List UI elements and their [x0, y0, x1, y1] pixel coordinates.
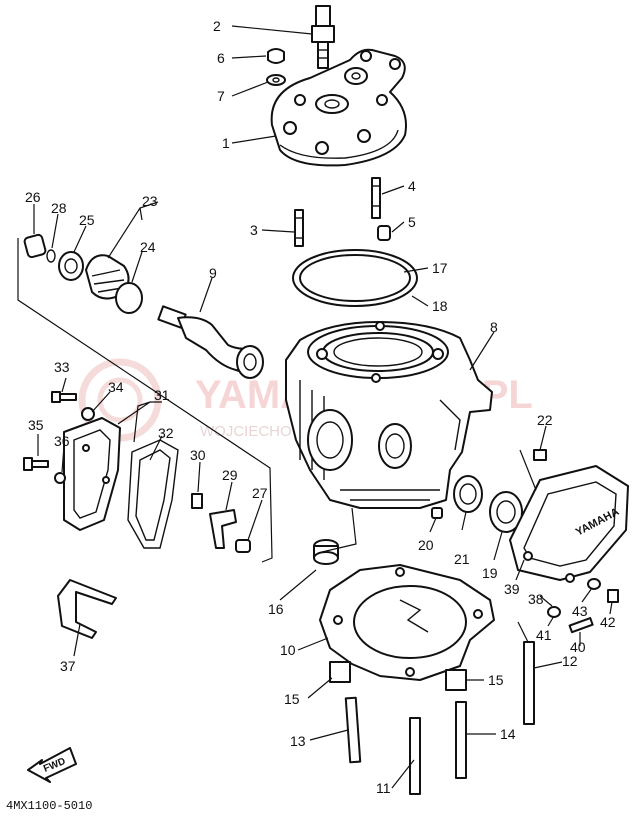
callout-1: 1: [222, 135, 230, 151]
thermostat-cover: YAMAHA: [509, 465, 629, 583]
callout-23: 23: [142, 193, 158, 209]
callout-25: 25: [79, 212, 95, 228]
dowel-pin-5: [377, 225, 391, 241]
callout-numbers: 2 6 7 1 3 4 5 17 18 8 9 26 28 25 23 24 3…: [25, 18, 616, 796]
callout-2: 2: [213, 18, 221, 34]
fwd-arrow: FWD: [27, 747, 77, 783]
cylinder-gasket-rings: [292, 249, 418, 307]
diagram-code: 4MX1100-5010: [6, 799, 92, 813]
callout-5: 5: [408, 214, 416, 230]
callout-31: 31: [154, 387, 170, 403]
callout-34: 34: [108, 379, 124, 395]
callout-28: 28: [51, 200, 67, 216]
callout-8: 8: [490, 319, 498, 335]
callout-9: 9: [209, 265, 217, 281]
valve-holder-parts: [23, 233, 143, 314]
valve-cover-gasket: [63, 417, 121, 531]
callout-21: 21: [454, 551, 470, 567]
callout-38: 38: [528, 591, 544, 607]
callout-29: 29: [222, 467, 238, 483]
callout-27: 27: [252, 485, 268, 501]
cylinder-head: [270, 48, 407, 167]
exhaust-valve: [157, 305, 264, 379]
small-parts-27-30: [191, 493, 251, 553]
callout-19: 19: [482, 565, 498, 581]
callout-24: 24: [140, 239, 156, 255]
callout-18: 18: [432, 298, 448, 314]
callout-14: 14: [500, 726, 516, 742]
studs-bottom: [329, 641, 535, 795]
spark-plug: [311, 5, 335, 69]
callout-32: 32: [158, 425, 174, 441]
callout-26: 26: [25, 189, 41, 205]
callout-3: 3: [250, 222, 258, 238]
thermostat-parts: [431, 449, 547, 533]
stud-4: [371, 177, 381, 219]
callout-13: 13: [290, 733, 306, 749]
callout-37: 37: [60, 658, 76, 674]
cap-16: [313, 539, 339, 565]
callout-20: 20: [418, 537, 434, 553]
seal-37: [57, 579, 117, 639]
callout-33: 33: [54, 359, 70, 375]
callout-12: 12: [562, 653, 578, 669]
callout-36: 36: [54, 433, 70, 449]
callout-16: 16: [268, 601, 284, 617]
callout-17: 17: [432, 260, 448, 276]
leader-lines: [33, 25, 613, 789]
stud-3: [294, 209, 304, 247]
callout-42: 42: [600, 614, 616, 630]
callout-7: 7: [217, 88, 225, 104]
callout-4: 4: [408, 178, 416, 194]
bolts-40-43: [547, 578, 619, 634]
callout-22: 22: [537, 412, 553, 428]
callout-10: 10: [280, 642, 296, 658]
cap-nut: [267, 48, 285, 64]
callout-15a: 15: [284, 691, 300, 707]
callout-11: 11: [376, 780, 391, 796]
callout-39: 39: [504, 581, 520, 597]
bolts-33-35: [23, 391, 95, 484]
callout-15b: 15: [488, 672, 504, 688]
gasket-32: [127, 439, 179, 549]
callout-41: 41: [536, 627, 552, 643]
cylinder: [285, 321, 493, 509]
callout-40: 40: [570, 639, 586, 655]
callout-6: 6: [217, 50, 225, 66]
callout-30: 30: [190, 447, 206, 463]
assembly-lines: [17, 238, 537, 643]
washer-7: [266, 74, 286, 86]
callout-43: 43: [572, 603, 588, 619]
callout-35: 35: [28, 417, 44, 433]
base-gasket: [319, 564, 495, 681]
